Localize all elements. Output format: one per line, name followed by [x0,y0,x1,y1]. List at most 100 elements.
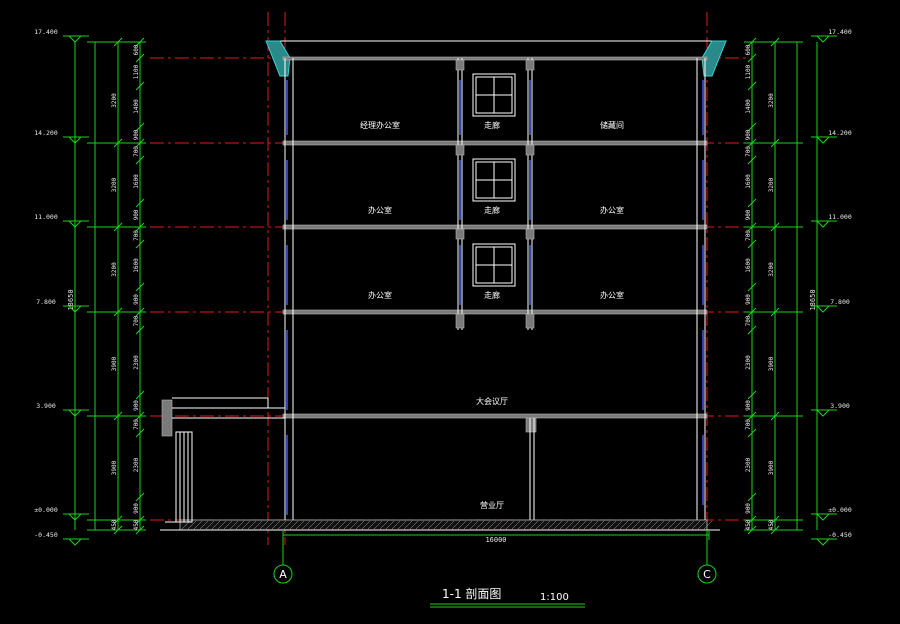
dim-tick [135,282,145,292]
dim-tick [135,198,145,208]
hatch-stroke [631,520,641,530]
room-label: 储藏间 [600,120,624,130]
hatch-stroke [205,520,215,530]
dim-tick [135,122,145,132]
beam [525,313,535,329]
corridor-window-2f [472,243,516,287]
hatch-stroke [277,520,287,530]
sub-dim-label: 700 [133,419,140,430]
hatch-stroke [601,520,611,530]
room-label: 营业厅 [480,500,504,510]
hatch-stroke [271,520,281,530]
sub-dim-label: 1100 [133,64,140,79]
level-label: -0.450 [34,531,58,539]
sub-dim-label: 2300 [133,355,140,370]
hatch-stroke [367,520,377,530]
room-label: 大会议厅 [476,396,508,406]
room-label: 办公室 [368,205,392,215]
floor-dim-label: 3900 [111,460,118,475]
level-triangle [815,35,831,43]
hatch-stroke [655,520,665,530]
hatch-stroke [493,520,503,530]
axis-bubble-c: C [697,530,717,584]
hatch-stroke [373,520,383,530]
level-label: 17.400 [828,28,852,36]
level-triangle [815,220,831,228]
hatch-stroke [445,520,455,530]
level-triangle [815,513,831,521]
sub-dim-label: 900 [745,503,752,514]
canopy-edge [161,399,173,437]
sub-dim-label: 700 [133,146,140,157]
sub-dim-label: 900 [133,503,140,514]
sub-dim-label: 450 [745,519,752,530]
hatch-stroke [283,520,293,530]
level-label: 17.400 [34,28,58,36]
hatch-stroke [289,520,299,530]
hatch-stroke [217,520,227,530]
beam [525,59,535,71]
sub-dim-label: 1600 [133,258,140,273]
sub-dim-label: 900 [745,129,752,140]
sub-dim-label: 900 [133,400,140,411]
room-label: 办公室 [600,290,624,300]
hatch-stroke [355,520,365,530]
level-triangle [815,305,831,313]
sub-dim-label: 1600 [745,174,752,189]
sub-dim-label: 2300 [745,355,752,370]
hatch-stroke [343,520,353,530]
roof-slab [282,56,708,61]
axis-circle [273,564,293,584]
sub-dim-label: 900 [133,129,140,140]
dim-tick [747,198,757,208]
beam [525,228,535,240]
dim-tick [135,492,145,502]
level-label: 11.000 [828,213,852,221]
sub-dim-label: 900 [745,294,752,305]
overall-width-dim: 16000 [485,536,506,544]
hatch-stroke [265,520,275,530]
dim-tick [747,155,757,165]
hatch-stroke [193,520,203,530]
hatch-stroke [331,520,341,530]
level-label: 11.000 [34,213,58,221]
left-parapet [265,40,291,77]
hatch-stroke [385,520,395,530]
sub-dim-label: 1400 [133,99,140,114]
sub-dim-label: 700 [133,315,140,326]
beam [455,313,465,329]
level-label: 3.900 [36,402,56,410]
hatch-stroke [319,520,329,530]
level-label: 7.800 [36,298,56,306]
hatch-stroke [505,520,515,530]
hatch-stroke [403,520,413,530]
sub-dim-label: 700 [745,315,752,326]
room-label: 走廊 [484,205,500,215]
floor-dim-label: 3200 [768,262,775,277]
ground-slab [179,519,708,531]
sub-dim-label: 600 [745,44,752,55]
ground-hatch [181,520,713,530]
dim-tick [135,390,145,400]
hatch-stroke [349,520,359,530]
hatch-stroke [457,520,467,530]
axis-lines [150,12,750,545]
dim-tick [135,428,145,438]
hatch-stroke [529,520,539,530]
hatch-stroke [415,520,425,530]
beam [525,417,537,433]
hatch-stroke [565,520,575,530]
sub-dim-label: 900 [745,400,752,411]
level-triangle [67,35,83,43]
floor-dim-label: 3900 [111,356,118,371]
hatch-stroke [703,520,713,530]
hatch-stroke [487,520,497,530]
sub-dim-label: 2300 [745,457,752,472]
hatch-stroke [229,520,239,530]
dim-tick [135,239,145,249]
hatch-stroke [211,520,221,530]
total-height-dim-right: 18650 [809,289,817,310]
level-label: 7.800 [830,298,850,306]
hatch-stroke [583,520,593,530]
